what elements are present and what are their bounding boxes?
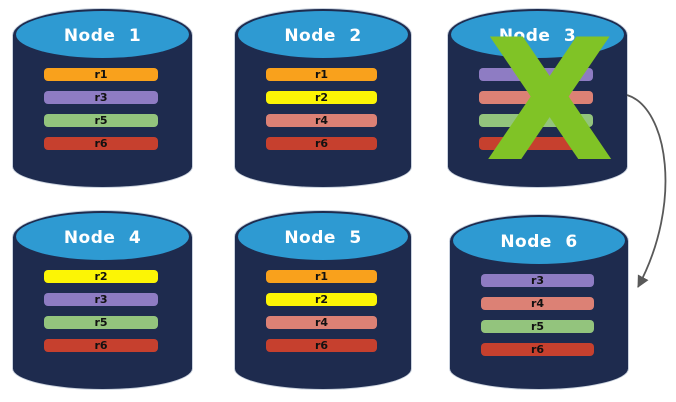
replica-bar: r6 bbox=[481, 343, 594, 356]
replica-bar: r4 bbox=[481, 297, 594, 310]
node-1-replica-list: r1 r3 r5 r6 bbox=[44, 68, 158, 150]
node-5-title: Node 5 bbox=[284, 227, 362, 248]
replica-bar: r5 bbox=[44, 316, 158, 329]
replica-bar: r6 bbox=[266, 137, 377, 150]
node-6-title: Node 6 bbox=[500, 231, 578, 252]
node-4-replica-list: r2 r3 r5 r6 bbox=[44, 270, 158, 352]
node-3-replica-list: r3 bbox=[479, 68, 593, 150]
replica-bar bbox=[479, 137, 593, 150]
replica-bar: r5 bbox=[44, 114, 158, 127]
node-1-cylinder: Node 1 r1 r3 r5 r6 bbox=[13, 9, 192, 187]
node-6-cylinder-top: Node 6 bbox=[453, 217, 625, 264]
replica-bar: r1 bbox=[266, 270, 377, 283]
node-4-cylinder-top: Node 4 bbox=[16, 213, 189, 260]
node-2-cylinder-top: Node 2 bbox=[238, 11, 408, 58]
replica-bar: r4 bbox=[266, 316, 377, 329]
node-3-cylinder: Node 3 r3 bbox=[448, 9, 627, 187]
replica-bar: r3 bbox=[44, 91, 158, 104]
replica-bar: r3 bbox=[44, 293, 158, 306]
node-5-cylinder-top: Node 5 bbox=[238, 213, 408, 260]
failover-arrow-path bbox=[626, 94, 667, 288]
replica-bar: r1 bbox=[266, 68, 377, 81]
replica-bar: r4 bbox=[266, 114, 377, 127]
replica-bar: r2 bbox=[266, 293, 377, 306]
node-1-title: Node 1 bbox=[63, 25, 142, 46]
node-3-cylinder-top: Node 3 bbox=[451, 11, 624, 58]
node-6-cylinder: Node 6 r3 r4 r5 r6 bbox=[450, 215, 628, 389]
node-2-cylinder: Node 2 r1 r2 r4 r6 bbox=[235, 9, 411, 187]
replica-bar bbox=[479, 114, 593, 127]
node-5-replica-list: r1 r2 r4 r6 bbox=[266, 270, 377, 352]
replica-bar: r2 bbox=[266, 91, 377, 104]
node-6-replica-list: r3 r4 r5 r6 bbox=[481, 274, 594, 356]
failure-x-mark: X bbox=[485, 3, 615, 199]
replica-bar: r1 bbox=[44, 68, 158, 81]
replica-bar: r5 bbox=[481, 320, 594, 333]
node-1-cylinder-top: Node 1 bbox=[16, 11, 189, 58]
node-5-cylinder: Node 5 r1 r2 r4 r6 bbox=[235, 211, 411, 389]
replica-bar: r3 bbox=[479, 68, 593, 81]
replica-bar: r3 bbox=[481, 274, 594, 287]
replica-bar: r6 bbox=[44, 339, 158, 352]
node-3-title: Node 3 bbox=[498, 25, 577, 46]
node-4-cylinder: Node 4 r2 r3 r5 r6 bbox=[13, 211, 192, 389]
replica-bar: r6 bbox=[44, 137, 158, 150]
node-4-title: Node 4 bbox=[63, 227, 142, 248]
node-2-replica-list: r1 r2 r4 r6 bbox=[266, 68, 377, 150]
replica-bar: r6 bbox=[266, 339, 377, 352]
replica-bar: r2 bbox=[44, 270, 158, 283]
replica-bar bbox=[479, 91, 593, 104]
node-2-title: Node 2 bbox=[284, 25, 362, 46]
